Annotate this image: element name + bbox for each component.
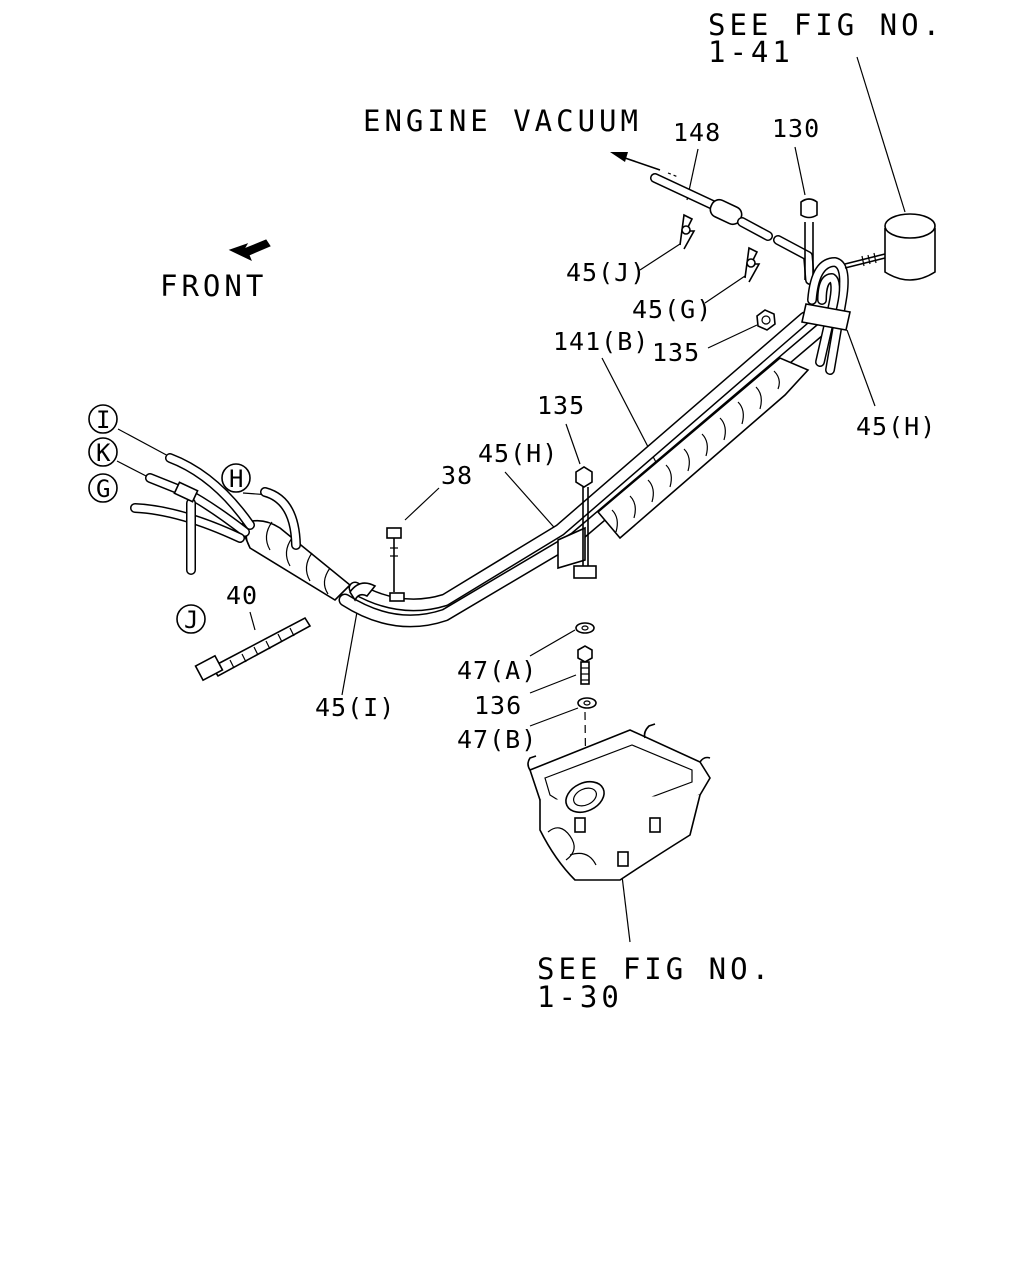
circle-label-j[interactable]: J — [176, 604, 206, 634]
bolt-136[interactable] — [577, 645, 593, 685]
vacuum-canister[interactable] — [844, 213, 936, 281]
washer-47b[interactable] — [577, 697, 597, 709]
see-fig-bottom-reference[interactable]: SEE FIG NO. 1-30 — [537, 952, 773, 1014]
circle-label-j-text: J — [184, 606, 198, 634]
circle-label-h[interactable]: H — [221, 463, 251, 493]
nut-135-top[interactable] — [756, 309, 776, 331]
callout-45j[interactable]: 45(J) — [566, 258, 646, 287]
callout-135-mid[interactable]: 135 — [537, 391, 585, 420]
protector-sleeve-141b[interactable] — [596, 357, 810, 540]
hose-ends-left — [130, 453, 301, 575]
front-arrow-icon — [228, 239, 271, 262]
circle-label-k[interactable]: K — [88, 437, 118, 467]
see-fig-top-line1: SEE FIG NO. — [708, 8, 944, 42]
callout-136[interactable]: 136 — [474, 691, 522, 720]
washer-47a[interactable] — [575, 622, 595, 634]
circle-label-i-text: I — [96, 406, 110, 434]
callout-148[interactable]: 148 — [673, 118, 721, 147]
circle-label-g-text: G — [96, 475, 110, 503]
leader-lines — [116, 56, 906, 943]
cable-tie-40[interactable] — [194, 616, 312, 682]
clip-45h-right[interactable] — [801, 257, 851, 375]
see-fig-top-line2: 1-41 — [708, 35, 794, 69]
front-label: FRONT — [160, 269, 267, 303]
see-fig-top-reference[interactable]: SEE FIG NO. 1-41 — [708, 8, 944, 69]
callout-47a[interactable]: 47(A) — [457, 656, 537, 685]
circle-label-h-text: H — [229, 465, 243, 493]
intake-housing[interactable] — [527, 723, 711, 881]
callout-45i[interactable]: 45(I) — [315, 693, 395, 722]
callout-47b[interactable]: 47(B) — [457, 725, 537, 754]
engine-vacuum-arrow-icon — [610, 152, 679, 178]
callout-135-top[interactable]: 135 — [652, 338, 700, 367]
nut-135-middle[interactable] — [573, 466, 597, 579]
engine-vacuum-label: ENGINE VACUUM — [363, 104, 642, 138]
clip-45j[interactable] — [679, 213, 696, 250]
circle-label-g[interactable]: G — [88, 473, 118, 503]
clip-45h-middle[interactable] — [557, 526, 586, 570]
circle-label-k-text: K — [96, 439, 111, 467]
circle-label-i[interactable]: I — [88, 404, 118, 434]
clip-45g[interactable] — [744, 246, 761, 283]
clip-45i[interactable] — [349, 582, 377, 602]
callout-45h-right[interactable]: 45(H) — [856, 412, 936, 441]
callout-40[interactable]: 40 — [226, 581, 258, 610]
see-fig-bottom-line2: 1-30 — [537, 980, 623, 1014]
callout-38[interactable]: 38 — [441, 461, 473, 490]
callout-45h-mid[interactable]: 45(H) — [478, 439, 558, 468]
hose-148[interactable] — [650, 173, 815, 285]
callout-130[interactable]: 130 — [772, 114, 820, 143]
see-fig-bottom-line1: SEE FIG NO. — [537, 952, 773, 986]
cap-130[interactable] — [800, 198, 818, 280]
bolt-38[interactable] — [386, 527, 405, 602]
callout-141b[interactable]: 141(B) — [553, 327, 649, 356]
callout-45g[interactable]: 45(G) — [632, 295, 712, 324]
